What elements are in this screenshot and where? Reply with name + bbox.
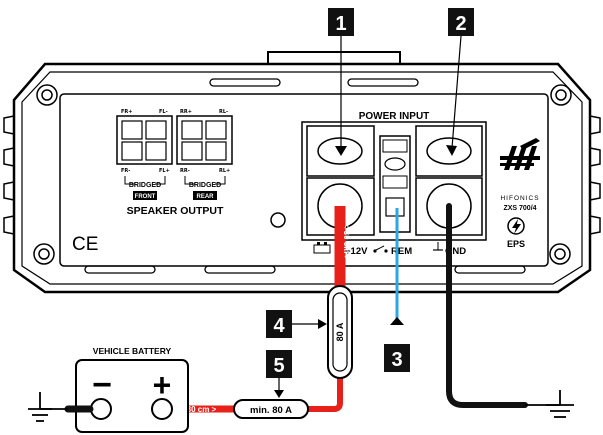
model-name: ZXS 700/4 <box>503 205 536 212</box>
callout-4: 4 <box>266 310 327 338</box>
rear-top-right-label: RL- <box>219 109 228 115</box>
left-fins <box>3 115 15 235</box>
svg-text:5: 5 <box>273 355 284 377</box>
terminal-12v-label: +12V <box>345 246 368 257</box>
hifonics-logo <box>500 138 540 170</box>
ground-wire <box>446 203 528 408</box>
brand-name: HIFONICS <box>500 195 539 202</box>
battery-plus-sign: + <box>153 367 172 403</box>
speaker-output-title: SPEAKER OUTPUT <box>127 205 224 217</box>
corner-screw-bl <box>33 243 55 265</box>
arrow-3-icon <box>390 317 404 325</box>
battery-minus-sign: − <box>92 366 112 404</box>
svg-text:4: 4 <box>273 315 285 337</box>
battery-negative-terminal <box>90 398 112 420</box>
svg-text:2: 2 <box>455 13 466 35</box>
corner-screw-tl <box>36 84 58 106</box>
switch-symbol-icon <box>373 245 388 253</box>
rear-tag <box>193 191 217 200</box>
fuse-spec-label: min. 80 A <box>250 405 292 416</box>
callout-3: 3 <box>384 344 410 372</box>
battery-symbol-icon <box>313 242 331 254</box>
rear-tag-label: REAR <box>196 194 214 200</box>
inline-fuse: 80 A <box>327 285 353 379</box>
svg-text:3: 3 <box>391 349 402 371</box>
ground-symbol-right-icon <box>525 390 574 418</box>
corner-screw-br <box>549 243 571 265</box>
rear-top-left-label: RR+ <box>180 109 192 115</box>
fuse-spec-box <box>233 399 309 419</box>
front-tag <box>133 191 157 200</box>
cable-length-vertical: < 30 cm > <box>342 224 351 261</box>
front-top-left-label: FR+ <box>121 109 132 115</box>
inline-fuse-label: 80 A <box>335 322 345 341</box>
rear-bottom-right-label: RL+ <box>219 168 230 174</box>
cable-length-horizontal: < 30 cm > <box>180 405 217 414</box>
battery-positive-terminal <box>151 398 173 420</box>
speaker-output-block: FR+ FL- FR- FL+ BRIDGED FRONT RR+ RL- RR… <box>116 109 233 217</box>
indicator-led <box>270 212 286 228</box>
callout-1: 1 <box>328 8 354 156</box>
callout-2: 2 <box>446 8 474 156</box>
vehicle-battery: VEHICLE BATTERY − + <box>75 346 189 433</box>
front-top-right-label: FL- <box>159 109 168 115</box>
terminal-rem-label: REM <box>391 246 412 257</box>
right-fins <box>589 115 601 235</box>
svg-text:1: 1 <box>335 13 346 35</box>
power-input-title: POWER INPUT <box>359 111 430 122</box>
corner-screw-tr <box>550 84 572 106</box>
eps-lightning-icon <box>507 217 525 235</box>
callout-5: 5 <box>266 350 292 398</box>
terminal-gnd-label: GND <box>445 246 466 257</box>
eps-label: EPS <box>507 239 525 249</box>
bridged-rear-label: BRIDGED <box>189 182 221 189</box>
vehicle-battery-title: VEHICLE BATTERY <box>93 346 172 356</box>
ground-symbol-left-icon <box>28 392 68 422</box>
front-bottom-right-label: FL+ <box>159 168 170 174</box>
bridged-front-label: BRIDGED <box>129 182 161 189</box>
front-tag-label: FRONT <box>135 194 156 200</box>
front-bottom-left-label: FR- <box>121 168 130 174</box>
ground-symbol-small-icon <box>433 242 443 251</box>
rear-bottom-left-label: RR- <box>180 168 190 174</box>
ce-mark: CE <box>72 234 98 255</box>
